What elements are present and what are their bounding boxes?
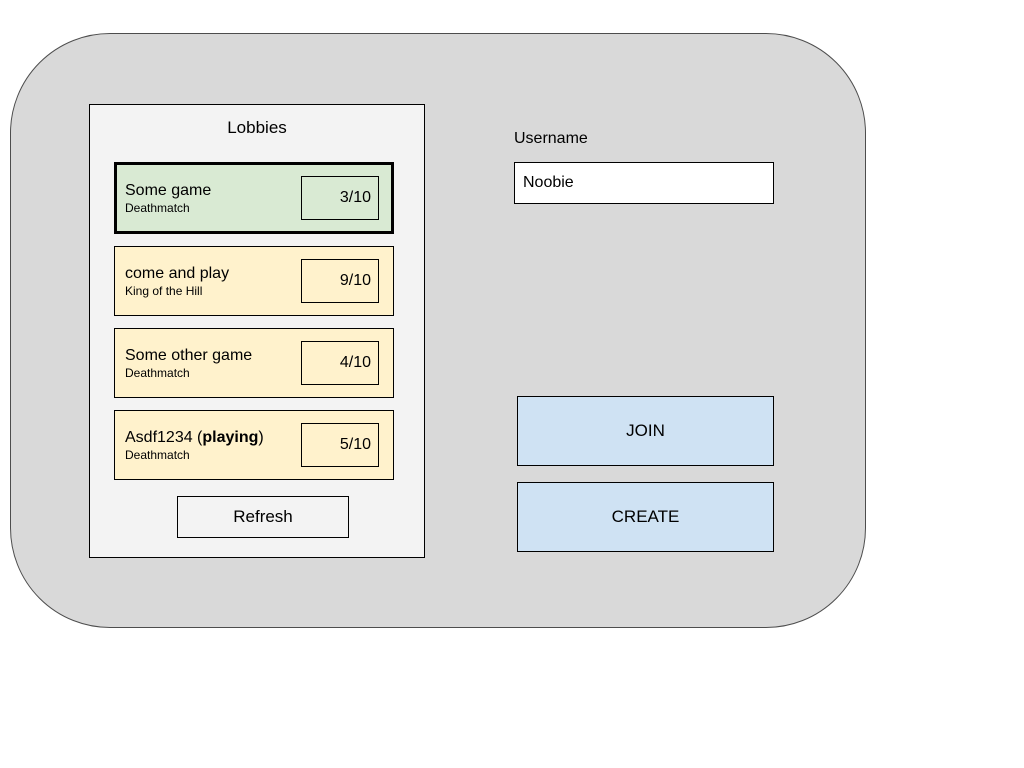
username-input[interactable] [514, 162, 774, 204]
join-button[interactable]: JOIN [517, 396, 774, 466]
lobby-name: Asdf1234 (playing) [125, 429, 264, 446]
lobby-item-some-other-game[interactable]: Some other game Deathmatch 4/10 [114, 328, 394, 398]
lobbies-panel: Lobbies Some game Deathmatch 3/10 come a… [89, 104, 425, 558]
lobby-mode: Deathmatch [125, 448, 190, 462]
lobby-item-text: Asdf1234 (playing) Deathmatch [125, 427, 301, 463]
player-count-badge: 9/10 [301, 259, 379, 303]
username-label: Username [514, 130, 588, 147]
player-count-badge: 5/10 [301, 423, 379, 467]
lobby-item-text: Some game Deathmatch [125, 180, 301, 216]
lobby-mode: Deathmatch [125, 366, 190, 380]
lobbies-panel-title: Lobbies [227, 118, 287, 137]
lobby-item-asdf1234[interactable]: Asdf1234 (playing) Deathmatch 5/10 [114, 410, 394, 480]
lobby-item-text: come and play King of the Hill [125, 263, 301, 299]
lobby-mode: King of the Hill [125, 284, 203, 298]
lobby-name: Some other game [125, 347, 253, 364]
lobby-mode: Deathmatch [125, 201, 190, 215]
lobby-name: Some game [125, 182, 212, 199]
player-count-badge: 3/10 [301, 176, 379, 220]
lobby-list: Some game Deathmatch 3/10 come and play … [114, 162, 394, 492]
lobby-item-text: Some other game Deathmatch [125, 345, 301, 381]
lobby-item-some-game[interactable]: Some game Deathmatch 3/10 [114, 162, 394, 234]
refresh-button[interactable]: Refresh [177, 496, 349, 538]
create-button[interactable]: CREATE [517, 482, 774, 552]
lobby-name: come and play [125, 265, 230, 282]
lobby-item-come-and-play[interactable]: come and play King of the Hill 9/10 [114, 246, 394, 316]
player-count-badge: 4/10 [301, 341, 379, 385]
lobby-screen-container: Lobbies Some game Deathmatch 3/10 come a… [10, 33, 866, 628]
